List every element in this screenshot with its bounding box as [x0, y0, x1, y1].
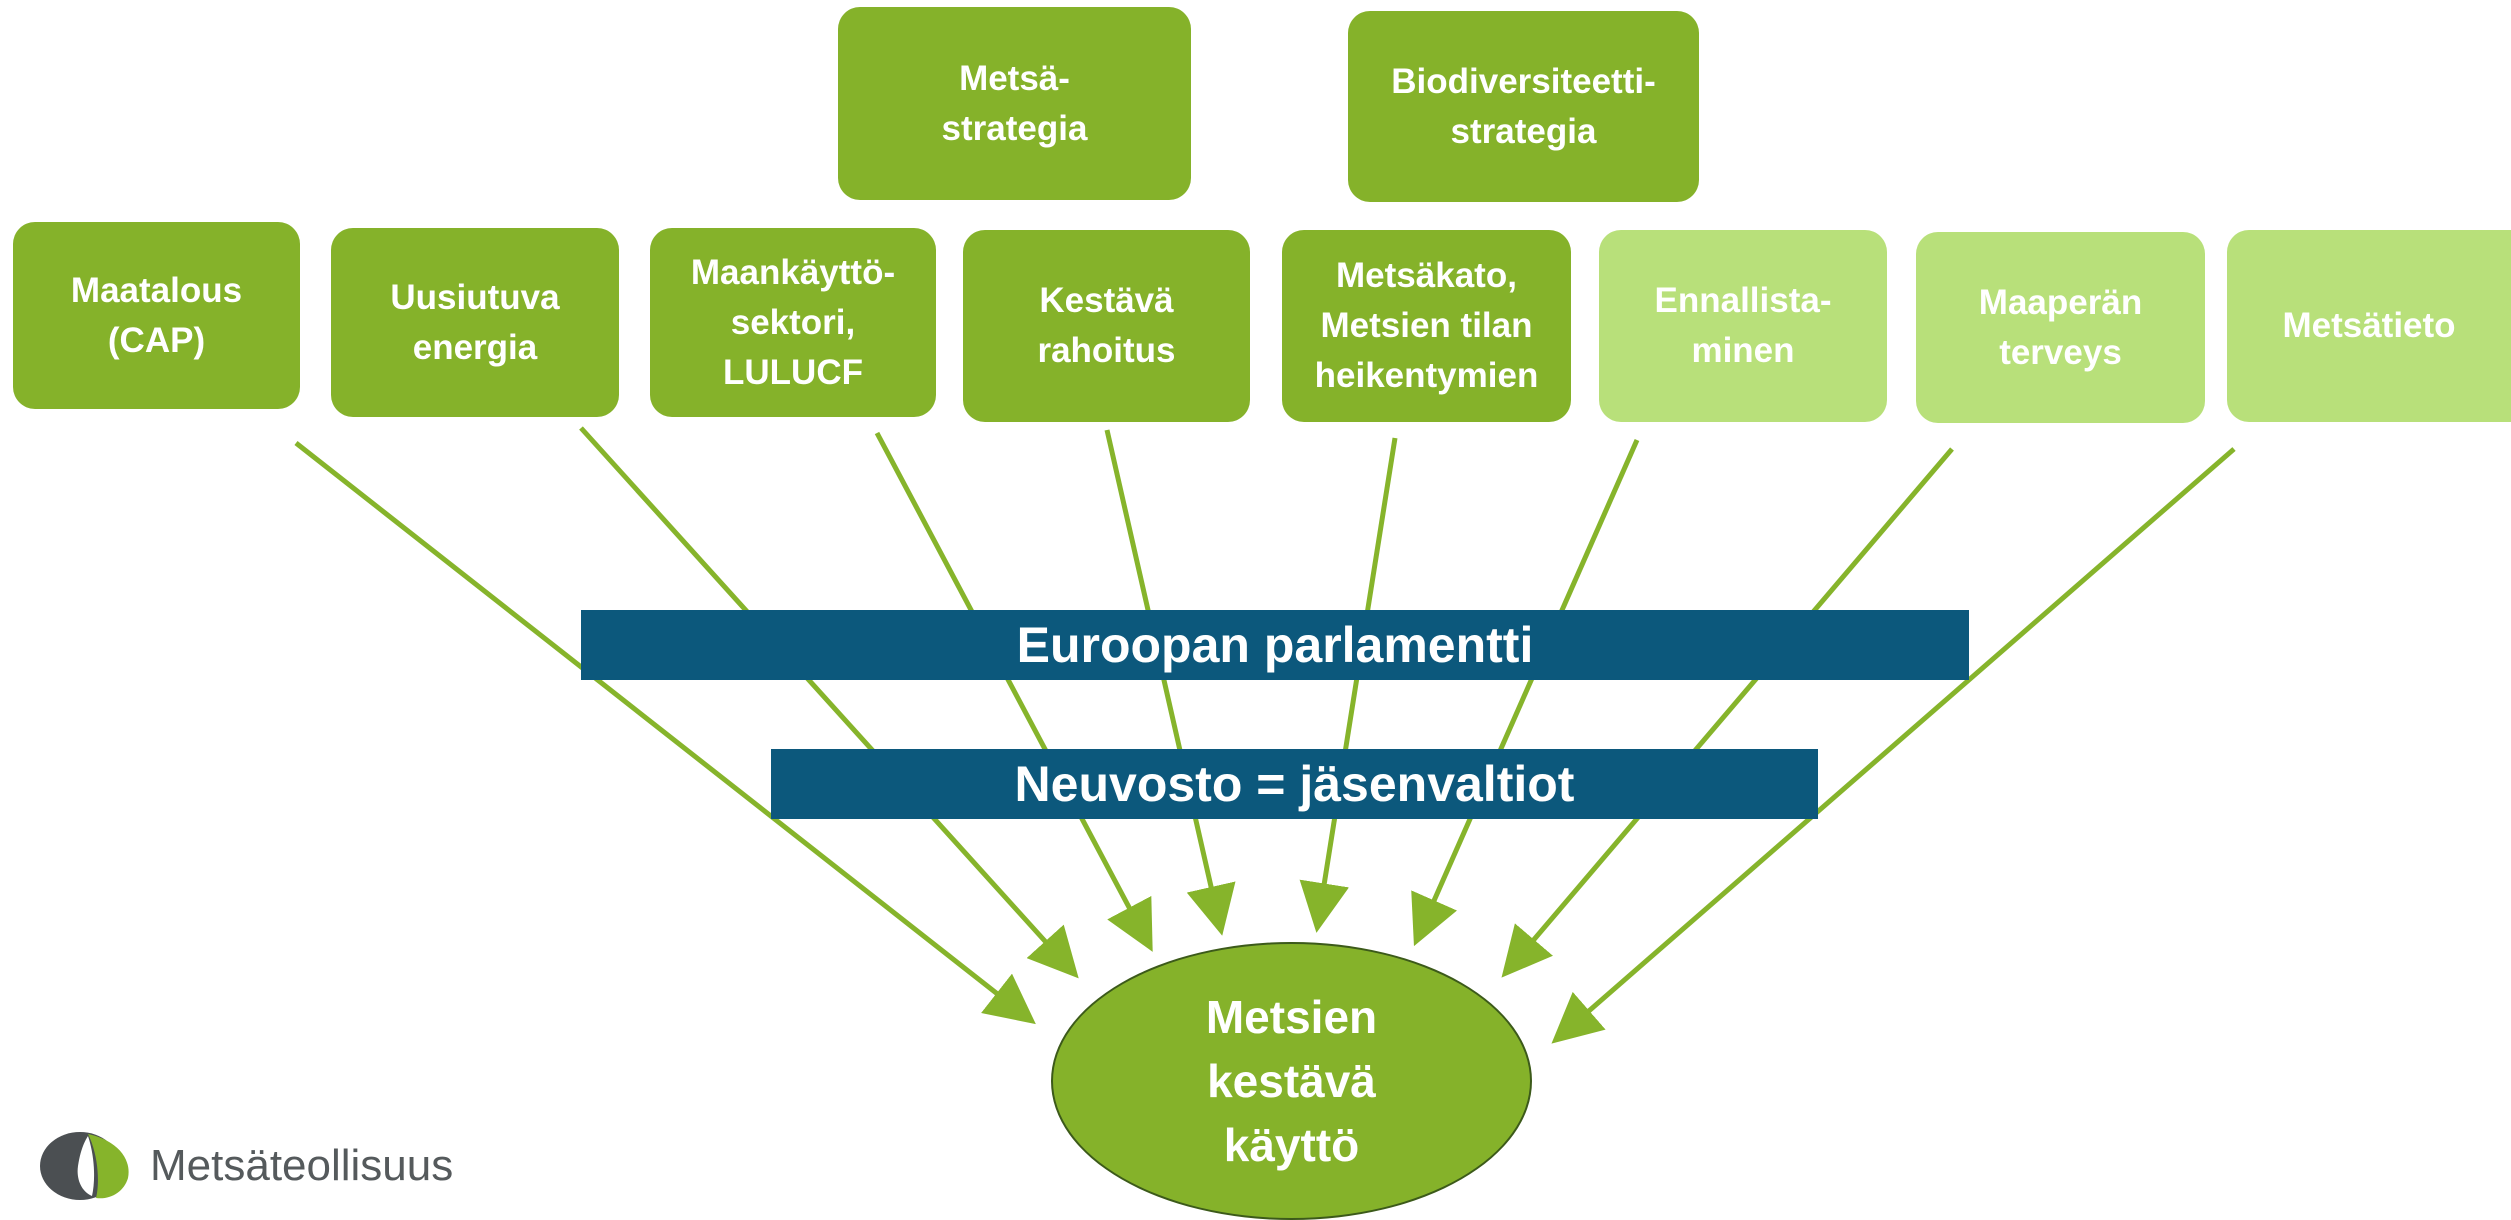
- arrow-maankaytto: [874, 431, 1153, 952]
- box-metsakato: Metsäkato, Metsien tilan heikentymien: [1282, 230, 1571, 422]
- box-kestava-rahoitus: Kestävä rahoitus: [963, 230, 1250, 422]
- box-ennallistaminen: Ennallista- minen: [1599, 230, 1887, 422]
- box-maankaytto: Maankäyttö- sektori, LULUCF: [650, 228, 936, 417]
- box-metsatieto: Metsätieto: [2227, 230, 2511, 422]
- arrow-maatalous: [294, 441, 1036, 1025]
- box-biodiversiteetti-strategia: Biodiversiteetti- strategia: [1348, 11, 1699, 202]
- arrow-maaperan: [1501, 447, 1954, 978]
- logo: Metsäteollisuus: [36, 1130, 453, 1202]
- box-metsa-strategia: Metsä- strategia: [838, 7, 1191, 200]
- box-uusiutuva-energia: Uusiutuva energia: [331, 228, 619, 417]
- arrow-ennallista: [1411, 438, 1640, 947]
- arrow-metsatieto: [1551, 447, 2236, 1044]
- logo-text: Metsäteollisuus: [150, 1141, 454, 1190]
- arrow-uusiutuva: [579, 426, 1079, 979]
- bar-euroopan-parlamentti: Euroopan parlamentti: [581, 610, 1969, 680]
- leaf-drop-icon: [40, 1132, 129, 1200]
- arrow-metsakato: [1299, 437, 1398, 933]
- box-maaperan-terveys: Maaperän terveys: [1916, 232, 2205, 423]
- box-maatalous: Maatalous (CAP): [13, 222, 300, 409]
- bar-neuvosto: Neuvosto = jäsenvaltiot: [771, 749, 1818, 819]
- center-ellipse: Metsien kestävä käyttö: [1051, 942, 1532, 1220]
